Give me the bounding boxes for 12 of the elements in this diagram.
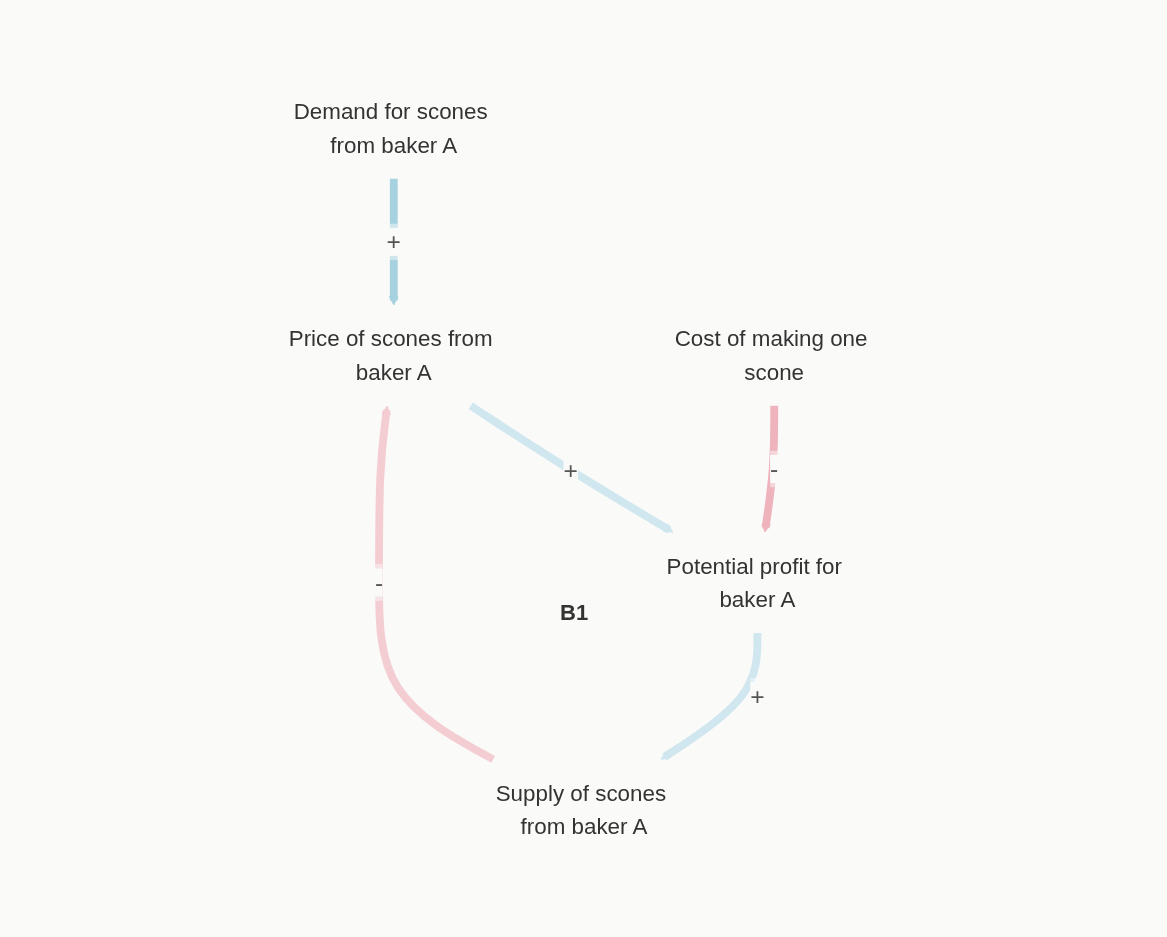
edge-label: +: [386, 227, 401, 256]
edge-label: -: [769, 454, 778, 483]
node-text: Cost of making one scone: [674, 325, 868, 385]
edge-label: -: [374, 568, 383, 597]
node-text: Supply of scones from baker A: [495, 780, 666, 839]
node-text: Potential profit for baker A: [666, 552, 842, 612]
edge-label: +: [562, 456, 578, 485]
node-text: Demand for scones from baker A: [293, 98, 488, 157]
edge-label: +: [749, 681, 765, 710]
arrow: [468, 402, 673, 533]
node-text: Price of scones from baker A: [288, 325, 493, 385]
loop-label: B1: [560, 600, 589, 626]
